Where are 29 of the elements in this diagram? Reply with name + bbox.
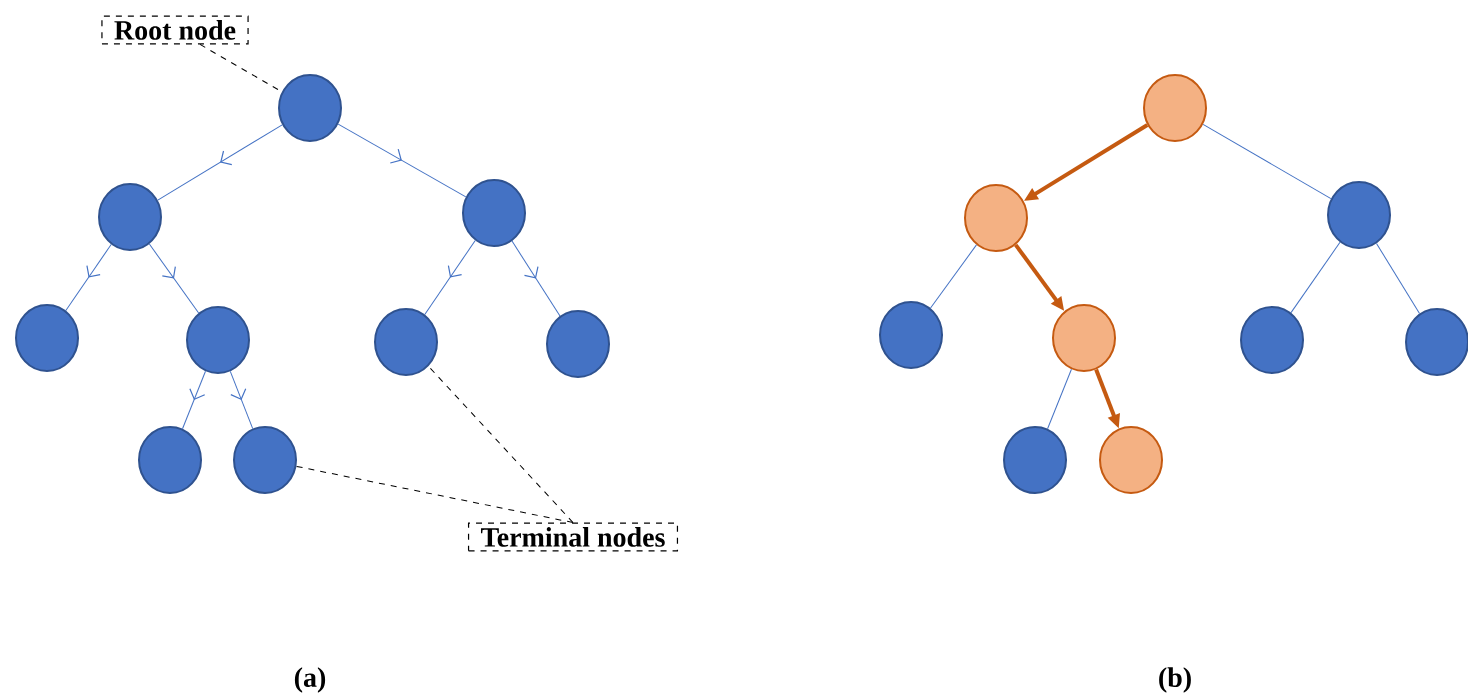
tree-node (15, 304, 79, 372)
leader-line (427, 365, 574, 524)
tree-node (1327, 181, 1391, 249)
connector-line (1047, 368, 1072, 430)
panel-label: (b) (1159, 667, 1191, 693)
callout-box: Root node (101, 15, 249, 45)
tree-node (186, 306, 250, 374)
tree-node (1099, 426, 1163, 494)
leader-line (295, 465, 574, 524)
connector-line (930, 244, 977, 309)
tree-node (233, 426, 297, 494)
tree-node (1143, 74, 1207, 142)
tree-node (278, 74, 342, 142)
tree-node (462, 179, 526, 247)
tree-node (1003, 426, 1067, 494)
tree-node (1052, 304, 1116, 372)
panel-label: (a) (294, 667, 326, 693)
tree-node (546, 310, 610, 378)
tree-node (1240, 306, 1304, 374)
tree-node (964, 184, 1028, 252)
connector-line (1202, 123, 1332, 200)
callout-box: Terminal nodes (467, 522, 679, 552)
connector-line (1376, 242, 1420, 314)
tree-node (374, 308, 438, 376)
tree-node (879, 301, 943, 369)
tree-node (1405, 308, 1468, 376)
connector-line (1290, 241, 1341, 314)
tree-node (138, 426, 202, 494)
tree-node (98, 183, 162, 251)
